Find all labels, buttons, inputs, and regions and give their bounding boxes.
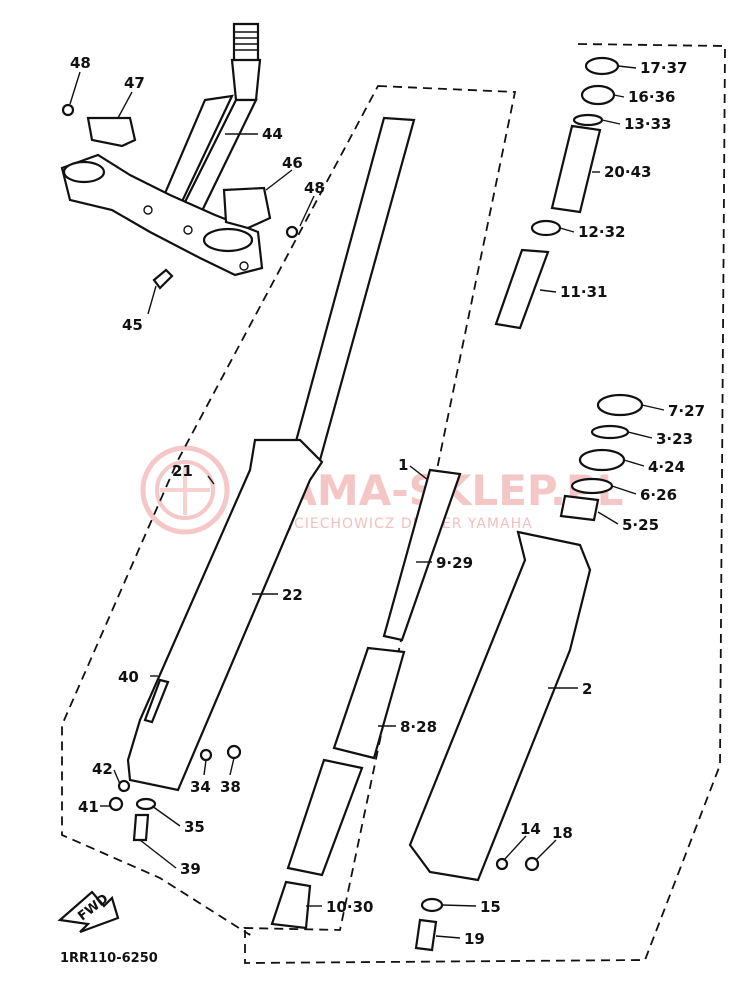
part-47-clamp <box>86 116 137 148</box>
part-35-washer <box>135 797 157 811</box>
part-2-outer-tube <box>408 530 592 882</box>
callout-6: 6·26 <box>640 486 677 504</box>
callout-35: 35 <box>184 818 205 836</box>
part-14-washer <box>495 857 509 871</box>
part-40-bolt <box>143 678 170 724</box>
callout-5: 5·25 <box>622 516 659 534</box>
part-45-bolt <box>152 268 174 290</box>
callout-34: 34 <box>190 778 211 796</box>
callout-15: 15 <box>480 898 501 916</box>
callout-21: 21 <box>172 462 193 480</box>
callout-13: 13·33 <box>624 115 671 133</box>
part-10-lower <box>286 758 364 877</box>
part-11-spring <box>494 248 550 330</box>
part-38-bolt <box>226 744 242 760</box>
part-39-bolt <box>132 813 150 842</box>
lower-bracket <box>60 153 264 277</box>
callout-48a: 48 <box>70 54 91 72</box>
callout-44: 44 <box>262 125 283 143</box>
callout-47: 47 <box>124 74 145 92</box>
callout-22: 22 <box>282 586 303 604</box>
part-7-seal <box>596 393 644 417</box>
part-22-outer-tube <box>126 438 324 792</box>
part-13-oring <box>572 113 604 127</box>
part-10b-cap <box>270 880 312 930</box>
callout-labels: 48 47 44 46 48 45 17·37 16·36 13·33 20·4… <box>70 54 705 948</box>
callout-45: 45 <box>122 316 143 334</box>
callout-18: 18 <box>552 824 573 842</box>
part-12-washer <box>530 219 562 237</box>
callout-2: 2 <box>582 680 592 698</box>
watermark-subtitle: WOJCIECHOWICZ DEALER YAMAHA <box>262 516 533 532</box>
part-3-clip <box>590 424 630 440</box>
part-17-cap <box>584 56 620 76</box>
part-46-clamp <box>222 186 272 230</box>
callout-14: 14 <box>520 820 541 838</box>
watermark: YAMA-SKLEP.PL WOJCIECHOWICZ DEALER YAMAH… <box>140 445 623 535</box>
steering-stem <box>158 22 262 217</box>
fwd-arrow: FWD <box>57 890 120 934</box>
callout-19: 19 <box>464 930 485 948</box>
leader-lines <box>69 65 665 939</box>
part-42-washer <box>117 779 131 793</box>
callout-9: 9·29 <box>436 554 473 572</box>
callout-39: 39 <box>180 860 201 878</box>
callout-38: 38 <box>220 778 241 796</box>
callout-12: 12·32 <box>578 223 625 241</box>
part-41-nut <box>108 796 124 812</box>
group-outline-left <box>61 85 517 936</box>
part-48b-bolt <box>285 225 299 239</box>
callout-17: 17·37 <box>640 59 687 77</box>
part-19-bolt <box>414 918 438 952</box>
part-48a-bolt <box>61 103 75 117</box>
part-21-inner-tube <box>290 116 416 462</box>
part-20-spacer <box>550 124 602 214</box>
callout-16: 16·36 <box>628 88 675 106</box>
part-5-bushing <box>559 494 600 522</box>
callout-40: 40 <box>118 668 139 686</box>
part-9-damper-rod <box>382 468 462 642</box>
group-outline-right <box>244 43 726 964</box>
callout-46: 46 <box>282 154 303 172</box>
callout-41: 41 <box>78 798 99 816</box>
callout-3: 3·23 <box>656 430 693 448</box>
callout-42: 42 <box>92 760 113 778</box>
diagram-code: 1RR110-6250 <box>60 951 158 966</box>
part-15-washer <box>420 897 444 913</box>
callout-4: 4·24 <box>648 458 685 476</box>
callout-48b: 48 <box>304 179 325 197</box>
part-34-washer <box>199 748 213 762</box>
part-4-seal <box>578 448 626 472</box>
callout-20: 20·43 <box>604 163 651 181</box>
part-6-washer <box>570 477 614 495</box>
part-16-bolt <box>580 84 616 106</box>
part-8-tube <box>332 646 406 760</box>
callout-10: 10·30 <box>326 898 373 916</box>
part-18-bolt <box>524 856 540 872</box>
callout-8: 8·28 <box>400 718 437 736</box>
callout-11: 11·31 <box>560 283 607 301</box>
callout-1: 1 <box>398 456 408 474</box>
callout-7: 7·27 <box>668 402 705 420</box>
